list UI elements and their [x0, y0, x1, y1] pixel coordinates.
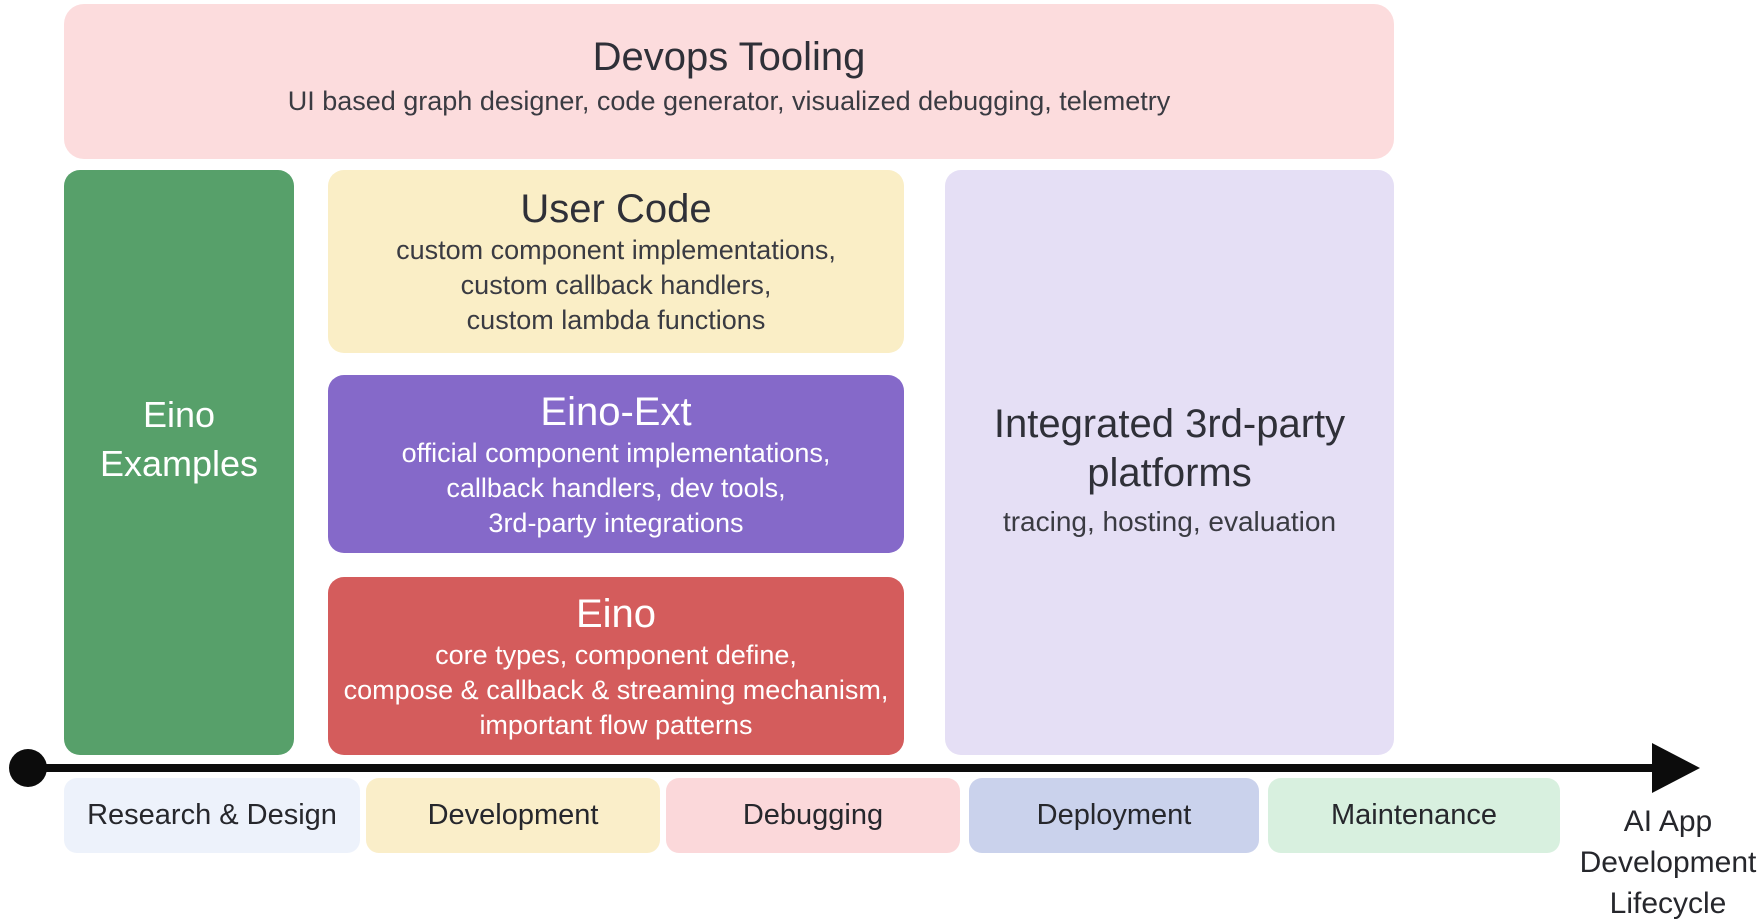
- user-code-line: custom lambda functions: [466, 305, 766, 335]
- stage-chip-label: Deployment: [1036, 799, 1192, 831]
- eino-ext-line: official component implementations,: [401, 437, 831, 468]
- devops-tooling-subtitle: UI based graph designer, code generator,…: [287, 85, 1171, 116]
- axis-label-line: Lifecycle: [1609, 887, 1727, 920]
- integrated-platforms-title-line: Integrated 3rd-party: [993, 402, 1346, 446]
- user-code-title: User Code: [520, 187, 712, 231]
- eino-ext-line: callback handlers, dev tools,: [446, 472, 786, 503]
- user-code-line: custom callback handlers,: [460, 270, 772, 300]
- stage-chip-deployment: Deployment: [969, 778, 1259, 853]
- stage-chip-label: Development: [427, 799, 599, 831]
- stage-chip-label: Debugging: [742, 799, 884, 831]
- stage-chip-development: Development: [366, 778, 660, 853]
- eino-examples-box: Eino Examples: [64, 170, 294, 755]
- timeline-axis-line: [28, 764, 1658, 772]
- stage-chip-label: Research & Design: [87, 799, 337, 831]
- eino-ext-line: 3rd-party integrations: [488, 507, 744, 538]
- eino-core-line: compose & callback & streaming mechanism…: [343, 674, 889, 705]
- axis-label-line: AI App: [1623, 805, 1713, 838]
- axis-label-line: Development: [1579, 846, 1757, 879]
- eino-core-box: Eino core types, component define, compo…: [328, 577, 904, 755]
- integrated-platforms-box: Integrated 3rd-party platforms tracing, …: [945, 170, 1394, 755]
- stage-chip-maintenance: Maintenance: [1268, 778, 1560, 853]
- stage-chip-debugging: Debugging: [666, 778, 960, 853]
- eino-ext-box: Eino-Ext official component implementati…: [328, 375, 904, 553]
- eino-examples-title-line: Examples: [99, 442, 259, 484]
- devops-tooling-title: Devops Tooling: [592, 34, 866, 79]
- eino-core-line: important flow patterns: [479, 709, 753, 740]
- eino-examples-title-line: Eino: [142, 393, 216, 435]
- timeline-arrowhead-icon: [1652, 743, 1700, 793]
- user-code-line: custom component implementations,: [396, 235, 836, 265]
- eino-core-line: core types, component define,: [435, 639, 797, 670]
- eino-core-title: Eino: [575, 591, 657, 636]
- axis-label: AI App Development Lifecycle: [1572, 801, 1760, 920]
- stage-chip-research-design: Research & Design: [64, 778, 360, 853]
- integrated-platforms-subtitle: tracing, hosting, evaluation: [1002, 506, 1337, 537]
- stage-chip-label: Maintenance: [1330, 799, 1498, 831]
- eino-ext-title: Eino-Ext: [540, 389, 692, 434]
- devops-tooling-box: Devops Tooling UI based graph designer, …: [64, 4, 1394, 159]
- user-code-box: User Code custom component implementatio…: [328, 170, 904, 353]
- integrated-platforms-title-line: platforms: [1087, 451, 1252, 495]
